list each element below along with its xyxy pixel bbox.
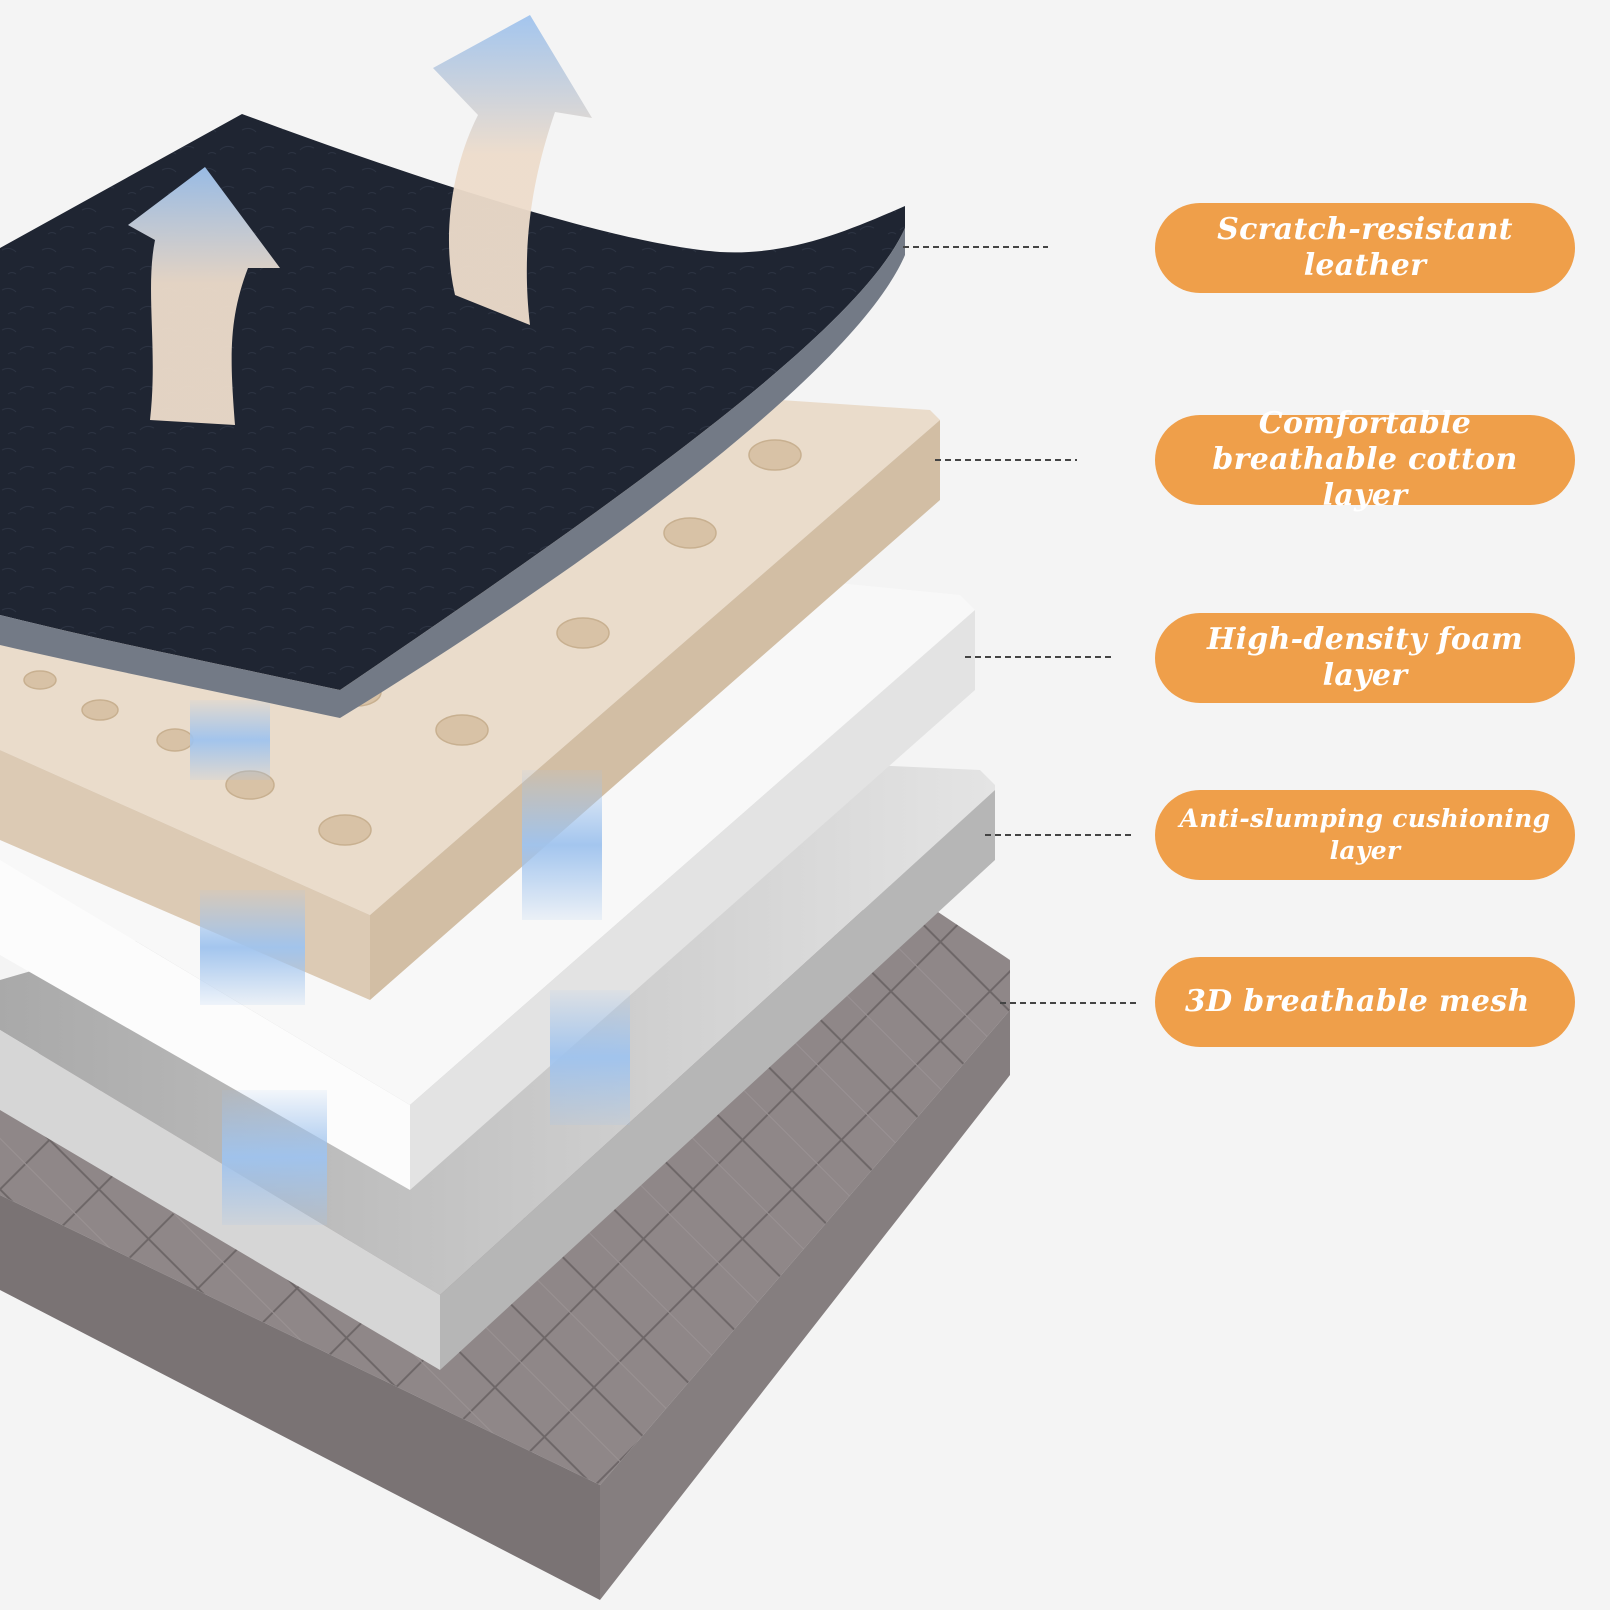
airflow-arrow-icon [433,15,592,325]
connector-lines [903,246,1140,1004]
airflow-arrow-icon [128,167,280,425]
label-anti-slumping-cushioning-layer: Anti-slumping cushioning layer [1155,790,1575,880]
label-breathable-cotton-layer: Comfortable breathable cotton layer [1155,406,1575,513]
label-3d-breathable-mesh: 3D breathable mesh [1155,957,1575,1047]
label-high-density-foam-layer: High-density foam layer [1155,613,1575,703]
airflow-column [190,700,630,1225]
label-scratch-resistant-leather: Scratch-resistant leather [1155,203,1575,293]
